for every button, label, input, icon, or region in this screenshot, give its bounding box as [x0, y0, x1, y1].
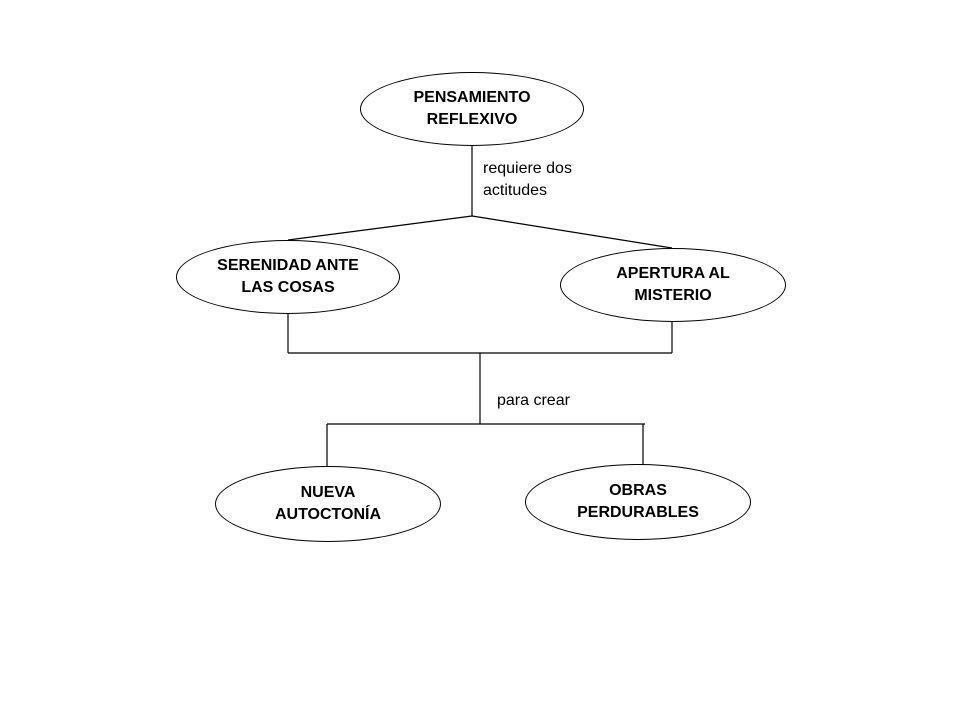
- node-nueva-autoctonia: NUEVA AUTOCTONÍA: [215, 466, 441, 542]
- node-serenidad: SERENIDAD ANTE LAS COSAS: [176, 240, 400, 314]
- node-apertura: APERTURA AL MISTERIO: [560, 248, 786, 322]
- node-label: APERTURA AL MISTERIO: [616, 265, 730, 304]
- edge-label-requiere: requiere dos actitudes: [483, 160, 572, 199]
- node-label: NUEVA AUTOCTONÍA: [274, 484, 382, 523]
- node-label: SERENIDAD ANTE LAS COSAS: [217, 257, 359, 296]
- connector-to-apertura: [471, 215, 673, 249]
- edge-label-para-crear: para crear: [497, 392, 570, 409]
- node-label: PENSAMIENTO REFLEXIVO: [413, 89, 531, 128]
- node-pensamiento-reflexivo: PENSAMIENTO REFLEXIVO: [360, 72, 584, 146]
- node-label: OBRAS PERDURABLES: [577, 482, 699, 521]
- node-obras-perdurables: OBRAS PERDURABLES: [525, 464, 751, 540]
- connector-to-serenidad: [287, 215, 473, 241]
